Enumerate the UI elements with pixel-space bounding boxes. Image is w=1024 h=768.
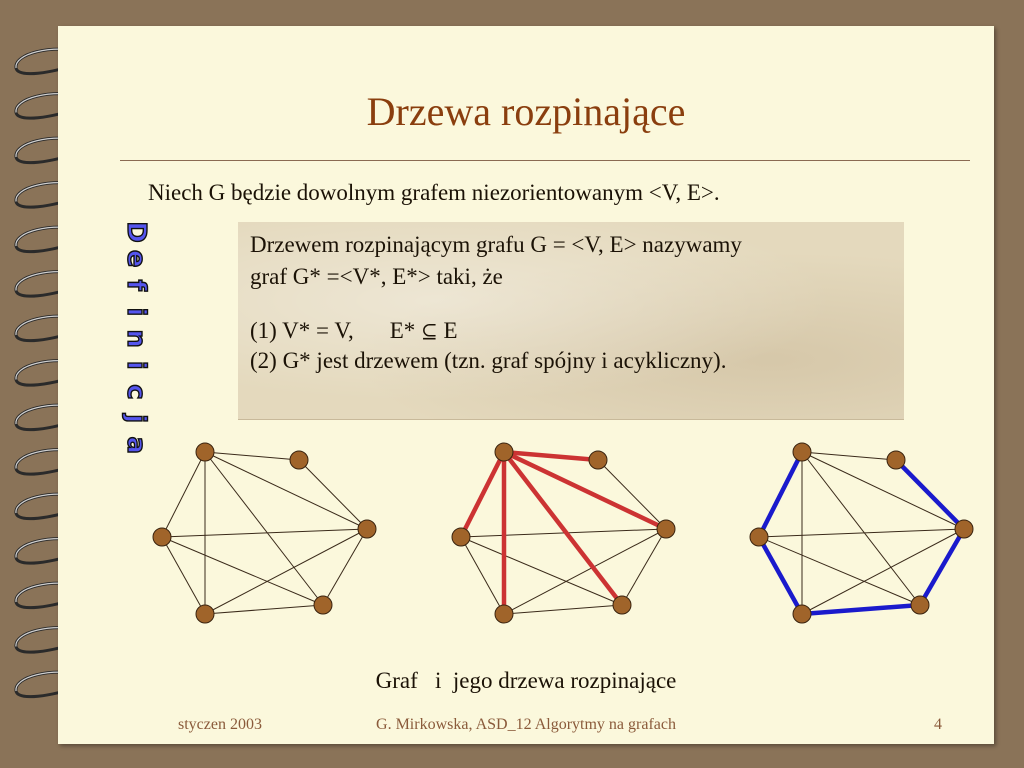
side-word-letter: D xyxy=(121,221,151,243)
graph-edge xyxy=(161,536,206,615)
graph-node xyxy=(792,442,812,462)
tree-edge xyxy=(894,458,966,531)
side-word-letter: n xyxy=(121,329,151,348)
side-word-letter: i xyxy=(121,361,151,370)
intro-text: Niech G będzie dowolnym grafem niezorien… xyxy=(148,180,720,205)
spanning-tree-blue xyxy=(749,442,974,624)
original-graph xyxy=(152,442,377,624)
definition-condition-1: (1) V* = V, E* ⊆ E xyxy=(250,318,458,344)
side-word-letter: f xyxy=(121,280,151,292)
graph-edge xyxy=(801,451,897,461)
title-divider xyxy=(120,160,970,161)
graph-node xyxy=(749,527,769,547)
tree-edge xyxy=(503,449,599,463)
graph-edge xyxy=(298,459,368,530)
tree-edge xyxy=(458,450,507,539)
graph-edge xyxy=(204,451,300,461)
graph-node xyxy=(195,604,215,624)
graph-edge xyxy=(597,459,667,530)
graph-edge xyxy=(204,451,324,606)
definicja-vertical-label: Def i n i c j a xyxy=(120,221,151,455)
graphs-caption: Graf i jego drzewa rozpinające xyxy=(375,668,677,693)
graph-edge xyxy=(758,528,965,538)
graph-node xyxy=(313,595,333,615)
definition-box: Drzewem rozpinającym grafu G = <V, E> na… xyxy=(238,222,904,420)
graph-edge xyxy=(161,528,368,538)
footer-page-number: 4 xyxy=(934,716,942,733)
graph-node xyxy=(494,604,514,624)
side-word-letter: e xyxy=(121,250,151,268)
graph-node xyxy=(792,604,812,624)
graph-edge xyxy=(161,536,324,606)
footer-date: styczen 2003 xyxy=(178,716,262,733)
tree-edge xyxy=(918,527,966,607)
graph-node xyxy=(656,519,676,539)
graph-node xyxy=(195,442,215,462)
graph-node xyxy=(588,450,608,470)
definition-line-2: graf G* =<V*, E*> taki, że xyxy=(250,264,503,289)
footer-author: G. Mirkowska, ASD_12 Algorytmy na grafac… xyxy=(376,716,676,733)
tree-edge xyxy=(502,450,624,607)
definition-condition-2: (2) G* jest drzewem (tzn. graf spójny i … xyxy=(250,348,727,373)
graph-node xyxy=(886,450,906,470)
condition-1-edges-right: E xyxy=(437,318,458,343)
spanning-tree-red xyxy=(451,442,676,624)
graph-edge xyxy=(758,536,921,606)
graph-edge xyxy=(801,528,965,615)
graph-edge xyxy=(322,528,368,606)
graph-edge xyxy=(204,604,324,615)
tree-edge xyxy=(756,450,805,539)
tree-edge xyxy=(757,535,804,616)
graph-node xyxy=(451,527,471,547)
graph-edge xyxy=(621,528,667,606)
side-word-letter: j xyxy=(121,413,151,423)
graph-node xyxy=(612,595,632,615)
graph-edge xyxy=(801,451,965,530)
graph-node xyxy=(494,442,514,462)
side-word-letter: i xyxy=(121,308,151,317)
slide-title: Drzewa rozpinające xyxy=(366,89,686,134)
graph-edge xyxy=(204,528,368,615)
tree-edge xyxy=(503,449,667,532)
graph-edge xyxy=(801,451,921,606)
graph-edge xyxy=(161,451,206,538)
slide-page: Drzewa rozpinające Niech G będzie dowoln… xyxy=(58,26,994,744)
graph-node xyxy=(954,519,974,539)
graph-node xyxy=(357,519,377,539)
graph-edge xyxy=(460,528,667,538)
graph-node xyxy=(289,450,309,470)
definition-line-1: Drzewem rozpinającym grafu G = <V, E> na… xyxy=(250,232,742,257)
side-word-letter: c xyxy=(121,384,151,399)
graph-edge xyxy=(460,536,623,606)
graph-edge xyxy=(503,528,667,615)
graph-node xyxy=(910,595,930,615)
tree-edge xyxy=(801,602,921,617)
condition-1-edges-left: E* xyxy=(389,318,422,343)
condition-1-vertices: (1) V* = V, xyxy=(250,318,354,343)
graph-node xyxy=(152,527,172,547)
subset-icon: ⊆ xyxy=(421,319,438,343)
graph-edge xyxy=(460,536,505,615)
graph-edge xyxy=(204,451,368,530)
graph-edge xyxy=(503,604,623,615)
side-word-letter: a xyxy=(121,437,151,455)
